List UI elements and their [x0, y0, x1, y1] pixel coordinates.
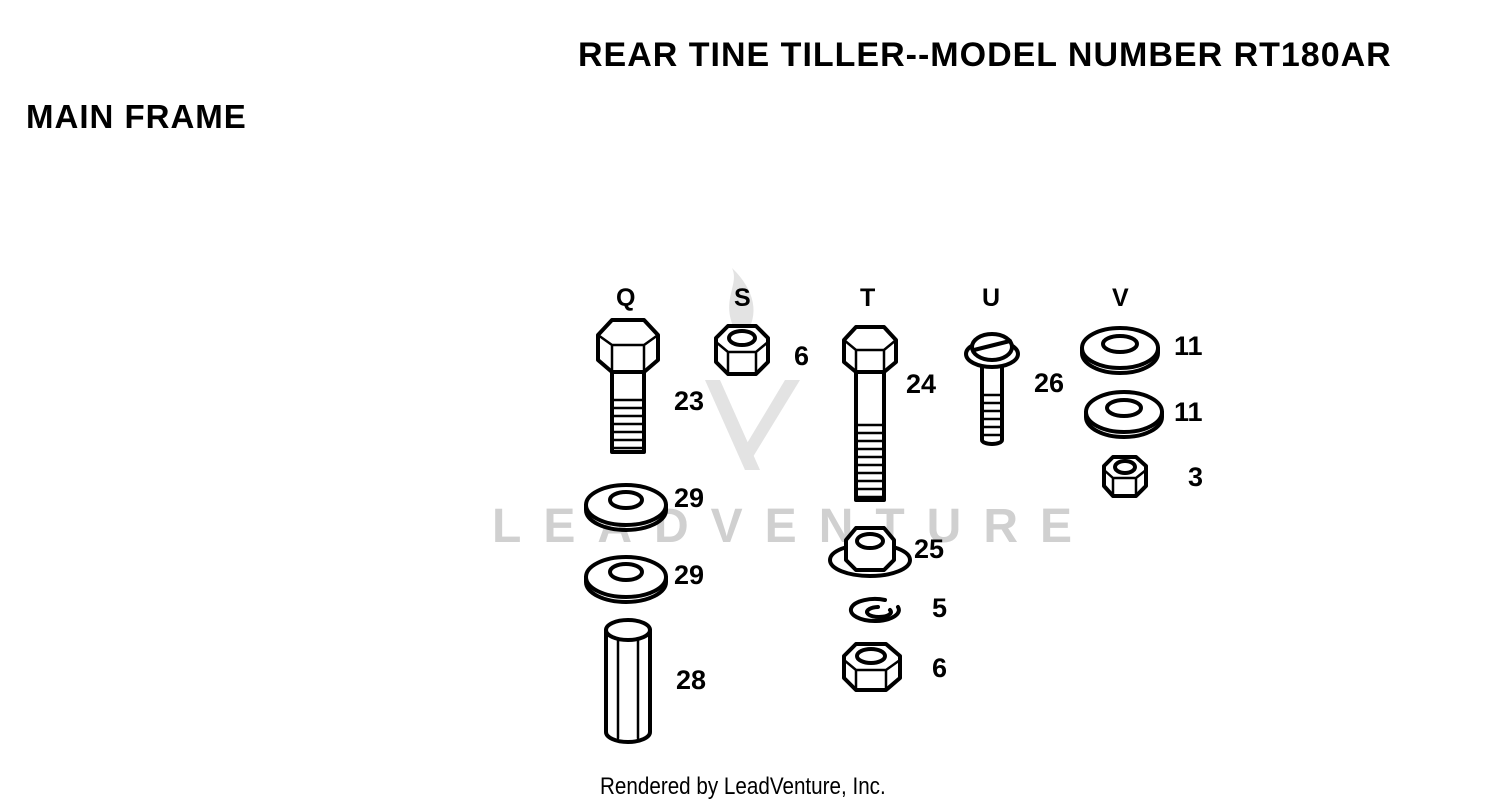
footer-credit: Rendered by LeadVenture, Inc. — [600, 773, 886, 800]
part-number: 6 — [932, 653, 947, 683]
column-label-u: U — [982, 284, 1000, 312]
hex-nut-icon — [842, 642, 902, 692]
section-title: MAIN FRAME — [26, 98, 247, 135]
document-title: REAR TINE TILLER--MODEL NUMBER RT180AR — [578, 36, 1392, 74]
hex-nut-icon — [714, 324, 770, 376]
flat-washer-icon — [584, 483, 668, 532]
spacer-tube-icon — [604, 618, 652, 744]
part-number: 11 — [1174, 397, 1203, 427]
part-number: 29 — [674, 560, 704, 590]
part-number: 25 — [914, 534, 944, 564]
part-number: 29 — [674, 483, 704, 513]
part-number: 28 — [676, 665, 706, 695]
hex-nut-icon — [1102, 455, 1148, 498]
part-number: 5 — [932, 593, 947, 623]
flat-washer-icon — [584, 555, 668, 604]
part-number: 24 — [906, 369, 936, 399]
column-label-s: S — [734, 284, 751, 312]
hex-bolt-icon — [596, 318, 660, 454]
watermark-text: LEADVENTURE — [492, 500, 1094, 553]
part-number: 3 — [1188, 462, 1203, 492]
column-label-q: Q — [616, 284, 635, 312]
hex-bolt-icon — [842, 325, 898, 502]
part-number: 26 — [1034, 368, 1064, 398]
part-number: 11 — [1174, 331, 1203, 361]
flat-washer-icon — [1084, 390, 1164, 439]
flange-nut-icon — [828, 526, 912, 578]
lock-washer-icon — [848, 597, 901, 623]
column-label-v: V — [1112, 284, 1129, 312]
watermark-logo-icon — [705, 268, 800, 470]
part-number: 23 — [674, 386, 704, 416]
part-number: 6 — [794, 341, 809, 371]
flat-washer-icon — [1080, 326, 1160, 375]
column-label-t: T — [860, 284, 875, 312]
slotted-screw-icon — [964, 332, 1020, 446]
